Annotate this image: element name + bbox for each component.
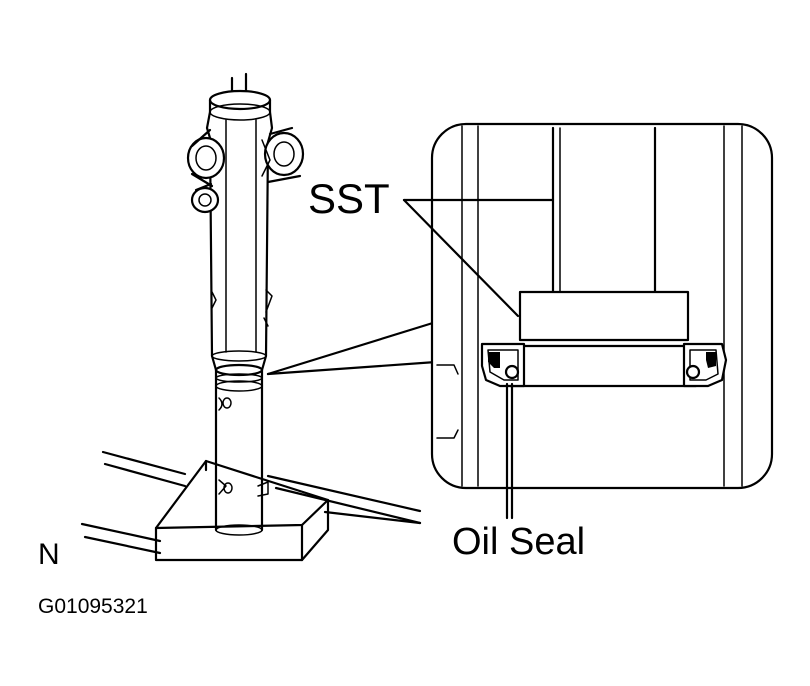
sst-label: SST: [308, 175, 390, 222]
callout-pointer: [266, 320, 438, 376]
sst-leader-lines: [402, 198, 555, 318]
view-mark-label: N: [38, 538, 60, 571]
press-bench: [80, 450, 422, 562]
oil-seal-leader-line: [505, 382, 514, 520]
detail-view: [430, 122, 774, 490]
rack-housing: [186, 72, 305, 536]
figure-code-label: G01095321: [38, 595, 148, 618]
oil-seal-label: Oil Seal: [452, 521, 586, 563]
